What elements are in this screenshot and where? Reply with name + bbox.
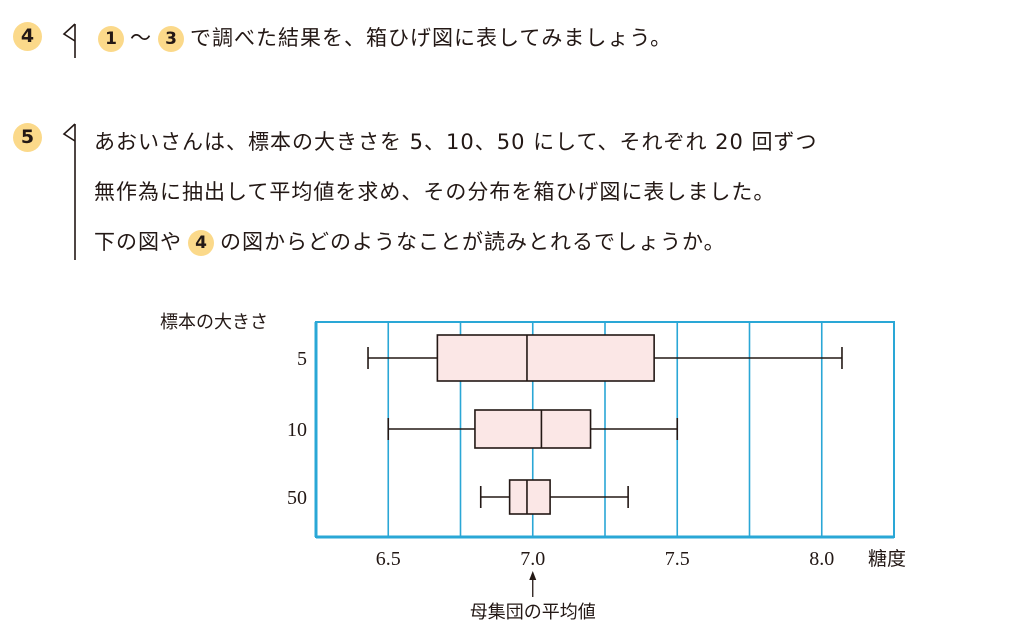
question-4-ref-end: 3	[158, 26, 184, 52]
question-4-number: 4	[13, 22, 42, 51]
box-5	[367, 334, 843, 382]
population-mean-arrow-icon	[529, 571, 537, 597]
question-5-bracket-icon	[62, 123, 76, 260]
box-body	[474, 409, 592, 449]
arrow-head	[529, 571, 537, 580]
chart-labels: 6.5 7.0 7.5 8.0 5 10 50	[287, 348, 834, 570]
y-category-label: 50	[287, 487, 307, 509]
x-tick-label: 7.5	[665, 548, 690, 570]
question-5-number: 5	[13, 123, 42, 152]
x-tick-label: 8.0	[809, 548, 834, 570]
question-4-body: で調べた結果を、箱ひげ図に表してみましょう。	[190, 26, 673, 50]
x-tick-label: 7.0	[520, 548, 545, 570]
box-body	[436, 334, 655, 382]
chart-boxes	[367, 334, 843, 515]
box-50	[479, 479, 629, 515]
question-5-line-3-pre: 下の図や	[94, 230, 182, 254]
question-4-bracket-icon	[62, 23, 76, 58]
x-axis-title: 糖度	[868, 548, 906, 570]
population-mean-label: 母集団の平均値	[470, 602, 596, 623]
chart-frame	[315, 321, 895, 538]
box-body	[508, 479, 551, 515]
question-5-line-2: 無作為に抽出して平均値を求め、その分布を箱ひげ図に表しました。	[94, 180, 776, 204]
y-axis-title: 標本の大きさ	[160, 312, 268, 333]
question-4-tilde: 〜	[130, 26, 152, 50]
question-5-line-1: あおいさんは、標本の大きさを 5、10、50 にして、それぞれ 20 回ずつ	[94, 130, 818, 154]
y-category-label: 5	[297, 348, 307, 370]
x-tick-label: 6.5	[376, 548, 401, 570]
question-5-ref: 4	[188, 230, 214, 256]
question-5-line-3-post: の図からどのようなことが読みとれるでしょうか。	[220, 230, 726, 254]
box-10	[387, 409, 679, 449]
question-4-ref-start: 1	[98, 26, 124, 52]
y-category-label: 10	[287, 419, 307, 441]
